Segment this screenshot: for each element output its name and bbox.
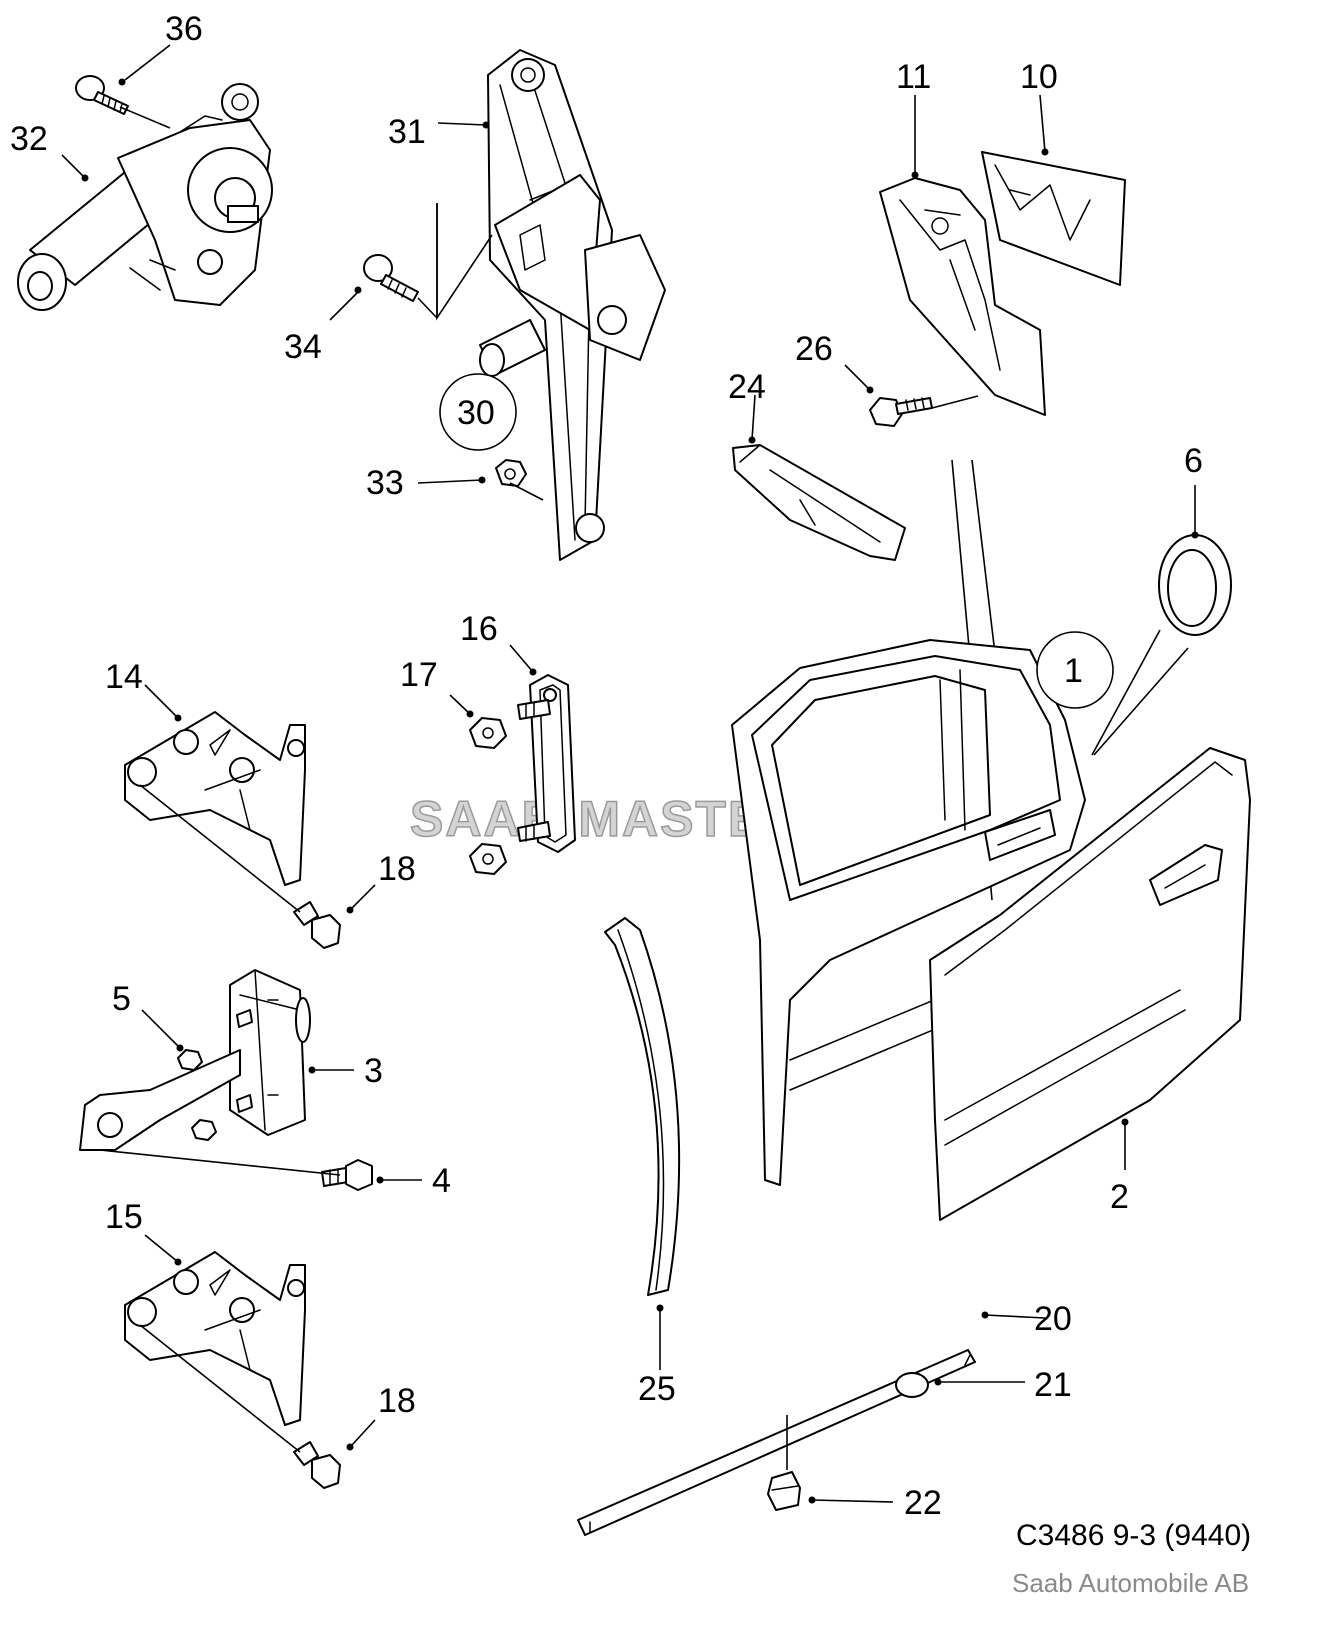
reference-code: C3486 9-3 (9440) xyxy=(1016,1519,1251,1552)
callout-21: 21 xyxy=(1034,1366,1072,1404)
grommet-6 xyxy=(1158,534,1232,636)
trim-bracket-11 xyxy=(879,177,1046,416)
hinge-bolt-18b xyxy=(293,1441,341,1489)
callout-31: 31 xyxy=(388,113,426,151)
callout-36: 36 xyxy=(165,10,203,48)
callout-18b: 18 xyxy=(378,1382,416,1420)
callout-5: 5 xyxy=(112,980,131,1018)
trim-strip-24 xyxy=(732,444,906,561)
sill-strip-20 xyxy=(577,1349,976,1536)
callout-17: 17 xyxy=(400,656,438,694)
nut-5 xyxy=(177,1049,217,1141)
bolt-34 xyxy=(363,254,419,302)
callout-15: 15 xyxy=(105,1198,143,1236)
callout-26: 26 xyxy=(795,330,833,368)
callout-30: 30 xyxy=(457,394,495,432)
callout-16: 16 xyxy=(460,610,498,648)
window-regulator-31 xyxy=(479,49,666,561)
hinge-15 xyxy=(124,1251,306,1426)
hinge-14 xyxy=(124,711,306,886)
screw-36 xyxy=(75,75,129,115)
callout-circle-1 xyxy=(1036,631,1114,709)
callout-circle-30 xyxy=(439,373,517,451)
nut-17 xyxy=(469,717,507,875)
door-shell-1 xyxy=(731,639,1086,1186)
callout-24: 24 xyxy=(728,368,766,406)
credit-text: Saab Automobile AB xyxy=(1012,1568,1249,1598)
callout-4: 4 xyxy=(432,1162,451,1200)
leader-dots xyxy=(81,78,1199,1504)
callout-22: 22 xyxy=(904,1484,942,1522)
door-skin-2 xyxy=(929,747,1251,1221)
callout-2: 2 xyxy=(1110,1178,1129,1216)
bolt-26 xyxy=(869,397,933,427)
clip-21 xyxy=(895,1372,929,1398)
watermark: SAAB-MASTER xyxy=(410,791,801,847)
callout-34: 34 xyxy=(284,328,322,366)
callout-1: 1 xyxy=(1064,652,1083,690)
seal-strip-25 xyxy=(604,917,681,1296)
callout-11: 11 xyxy=(896,58,931,96)
callout-25: 25 xyxy=(638,1370,676,1408)
callout-6: 6 xyxy=(1184,442,1203,480)
door-check-3 xyxy=(79,969,311,1151)
clip-22 xyxy=(767,1471,801,1511)
callout-20: 20 xyxy=(1034,1300,1072,1338)
callout-18a: 18 xyxy=(378,850,416,888)
callout-labels: 1 2 3 4 5 6 10 11 14 15 16 17 18 18 20 2… xyxy=(10,10,1203,1522)
callout-10: 10 xyxy=(1020,58,1058,96)
callout-14: 14 xyxy=(105,658,143,696)
callout-3: 3 xyxy=(364,1052,383,1090)
hinge-bolt-18a xyxy=(293,901,341,949)
nut-33 xyxy=(495,459,527,487)
bolt-4 xyxy=(321,1159,373,1191)
hinge-plate-16 xyxy=(517,674,576,853)
window-motor-32 xyxy=(17,83,273,311)
callout-33: 33 xyxy=(366,464,404,502)
callout-32: 32 xyxy=(10,120,48,158)
leader-lines xyxy=(61,44,1196,1503)
insulation-panel-10 xyxy=(981,151,1126,286)
